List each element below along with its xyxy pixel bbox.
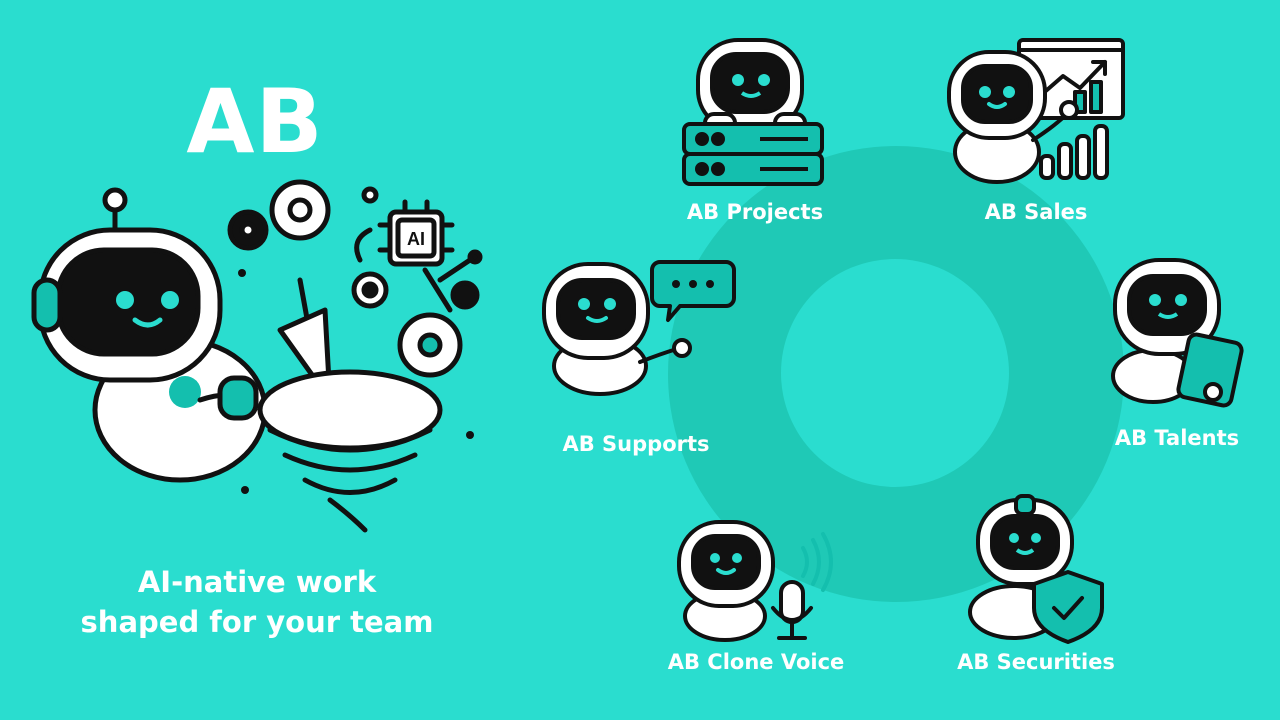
product-label-talents: AB Talents	[1114, 426, 1240, 450]
product-label-sales: AB Sales	[984, 200, 1088, 224]
product-label-securities: AB Securities	[957, 650, 1115, 674]
tagline-line-2: shaped for your team	[80, 605, 434, 639]
product-label-projects: AB Projects	[686, 200, 824, 224]
server-icon	[682, 122, 824, 186]
chat-bubble-icon	[650, 260, 736, 322]
decorative-ring-inner	[781, 259, 1009, 487]
tagline: AI-native work shaped for your team	[40, 562, 474, 642]
supports-robot-illustration	[542, 260, 736, 396]
tagline-line-1: AI-native work	[137, 565, 377, 599]
ai-chip-label: AI	[407, 229, 425, 249]
product-label-supports: AB Supports	[562, 432, 710, 456]
tablet-icon	[1176, 332, 1244, 408]
shield-check-icon	[1032, 570, 1104, 644]
microphone-icon	[771, 532, 833, 640]
hero-robot-illustration: AI	[31, 179, 483, 533]
product-label-clone-voice: AB Clone Voice	[667, 650, 845, 674]
sales-robot-illustration	[947, 38, 1125, 184]
projects-robot-illustration	[682, 38, 824, 186]
clone-voice-robot-illustration	[677, 520, 833, 642]
securities-robot-illustration	[968, 494, 1104, 644]
talents-robot-illustration	[1111, 258, 1244, 408]
brand-logo-text: AB	[186, 70, 324, 173]
